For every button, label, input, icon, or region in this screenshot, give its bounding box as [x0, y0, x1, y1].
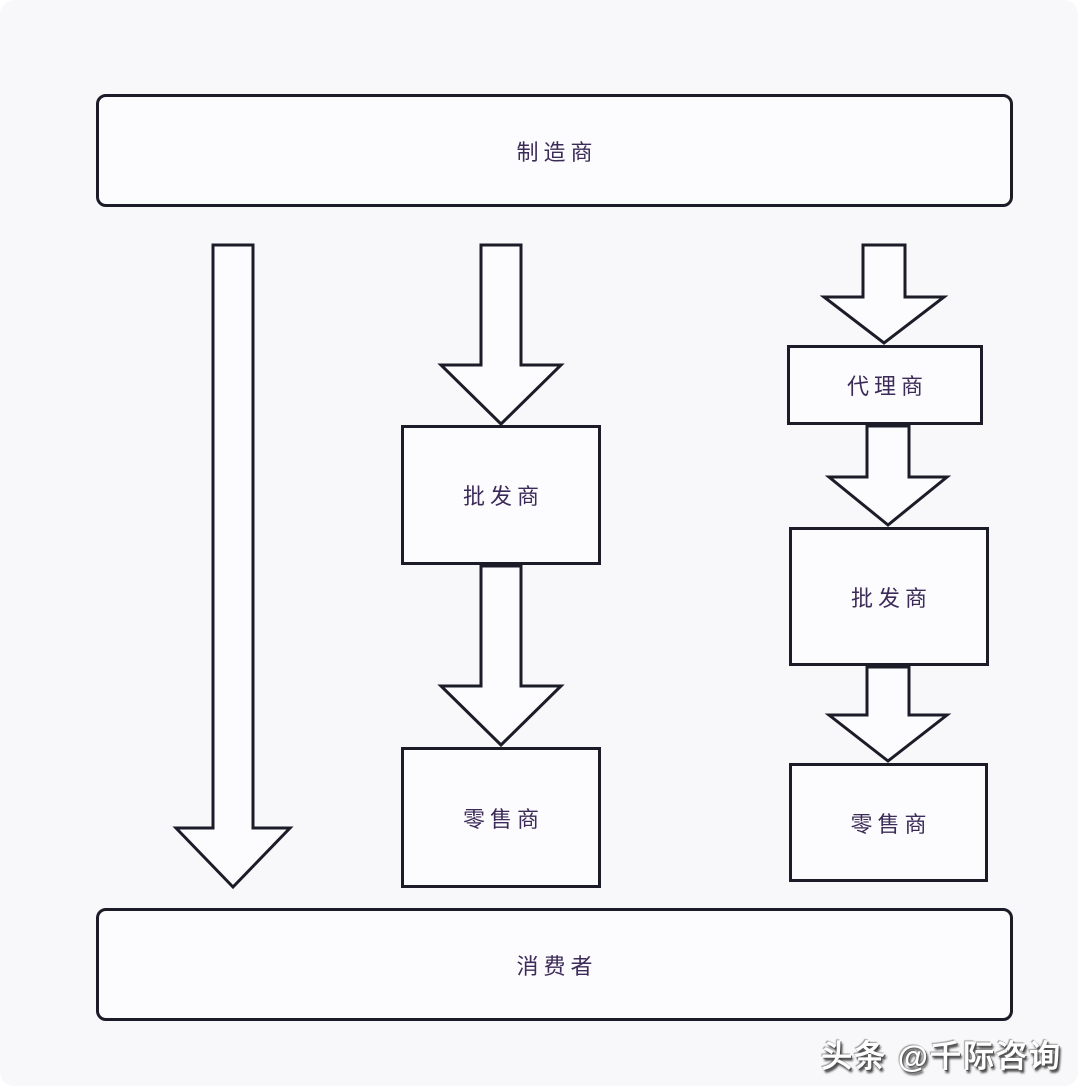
node-retailer-right-label: 零售商 — [850, 811, 932, 837]
node-wholesaler-right-label: 批发商 — [850, 585, 932, 611]
node-retailer-mid: 零售商 — [401, 747, 601, 888]
node-agent: 代理商 — [787, 345, 983, 425]
node-consumer: 消费者 — [96, 908, 1013, 1021]
node-wholesaler-mid: 批发商 — [401, 425, 601, 565]
node-manufacturer: 制造商 — [96, 94, 1013, 207]
node-wholesaler-right: 批发商 — [789, 527, 989, 666]
arrow-manufacturer-to-wholesaler-mid — [437, 243, 565, 427]
node-retailer-right: 零售商 — [789, 763, 988, 882]
node-agent-label: 代理商 — [846, 374, 928, 399]
node-manufacturer-label: 制造商 — [516, 139, 598, 165]
node-consumer-label: 消费者 — [516, 953, 598, 979]
arrow-agent-to-wholesaler-right — [824, 424, 952, 527]
watermark-text: 头条 @千际咨询 — [821, 1039, 1062, 1074]
arrow-wholesaler-right-to-retailer-right — [824, 665, 952, 763]
arrow-manufacturer-to-agent — [819, 243, 949, 345]
arrow-manufacturer-to-consumer — [172, 243, 294, 890]
node-wholesaler-mid-label: 批发商 — [462, 484, 544, 509]
node-retailer-mid-label: 零售商 — [462, 806, 544, 832]
arrow-wholesaler-mid-to-retailer-mid — [437, 564, 565, 748]
